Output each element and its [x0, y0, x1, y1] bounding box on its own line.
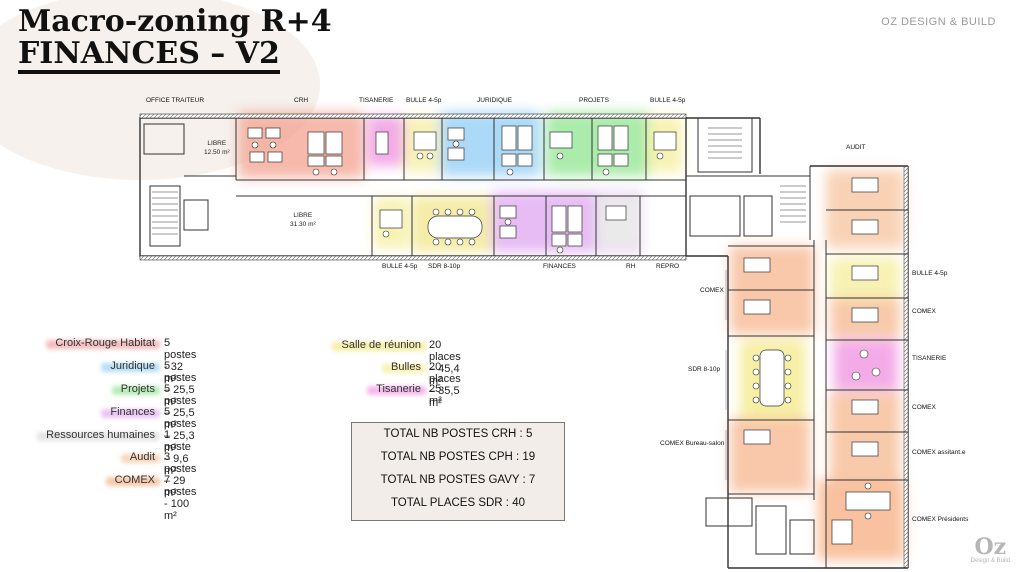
- legend-item: Bulles: [0, 361, 424, 375]
- label-tisanerie-right: TISANERIE: [912, 355, 947, 362]
- legend-item: Finances: [0, 406, 158, 420]
- zone-rh: [596, 196, 640, 248]
- label-bulle-bottom: BULLE 4-5p: [382, 263, 418, 270]
- legend-item: Audit: [0, 451, 158, 465]
- legend-value: 7 postes - 100 m²: [164, 474, 197, 522]
- zone-comex-bureau-salon: [730, 418, 810, 492]
- legend-item: COMEX: [0, 474, 158, 488]
- label-rh: RH: [626, 263, 636, 270]
- legend-value: 25 m²: [429, 383, 442, 407]
- total-postes-crh: TOTAL NB POSTES CRH : 5: [383, 428, 533, 440]
- label-comex-presidents: COMEX Présidents: [912, 516, 969, 523]
- legend-value: 1 poste – 9,6 m²: [164, 429, 191, 477]
- zone-tisanerie-right: [834, 340, 898, 390]
- label-comex-r1: COMEX: [912, 308, 936, 315]
- label-crh: CRH: [294, 97, 309, 104]
- label-audit: AUDIT: [846, 144, 866, 151]
- walls: [139, 113, 909, 569]
- label-comex-r2: COMEX: [912, 404, 936, 411]
- label-comex-bureau-salon: COMEX Bureau-salon: [660, 440, 725, 447]
- page-subtitle: FINANCES – V2: [18, 37, 280, 74]
- legend-item: Juridique: [0, 360, 158, 374]
- legend-value: 5 postes – 25,5 m²: [164, 383, 197, 431]
- label-tisanerie-top: TISANERIE: [359, 97, 394, 104]
- total-places-sdr: TOTAL PLACES SDR : 40: [390, 497, 525, 509]
- legend-value: 3 postes – 29 m²: [164, 451, 197, 499]
- legend-value: 5 postes – 25,3 m²: [164, 406, 197, 454]
- label-libre-2: LIBRE 31.30 m²: [290, 212, 316, 228]
- label-office-traiteur: OFFICE TRAITEUR: [146, 97, 205, 104]
- legend-item: Tisanerie: [0, 383, 424, 397]
- zone-crh: [238, 112, 364, 178]
- label-projets: PROJETS: [579, 97, 609, 104]
- legend-value: 20 places – 45,4 m²: [429, 339, 461, 387]
- label-bulle-right: BULLE 4-5p: [912, 270, 948, 277]
- legend-value: 5 postes – 25,5 m²: [164, 360, 197, 408]
- legend-item: Croix-Rouge Habitat: [0, 337, 158, 351]
- page-title: Macro-zoning R+4: [18, 4, 332, 39]
- totals-box: TOTAL NB POSTES CRH : 5 TOTAL NB POSTES …: [351, 422, 565, 521]
- legend-item: Ressources humaines: [0, 429, 158, 443]
- label-repro: REPRO: [656, 263, 680, 270]
- legend-value: 20 places – 35,5 m²: [429, 361, 461, 409]
- label-comex-assistant: COMEX assitant.e: [912, 449, 966, 456]
- title-block: Macro-zoning R+4 FINANCES – V2: [18, 6, 332, 74]
- total-postes-cph: TOTAL NB POSTES CPH : 19: [380, 451, 536, 463]
- label-libre-1: LIBRE 12.50 m²: [204, 140, 230, 156]
- label-sdr-right: SDR 8-10p: [688, 366, 721, 373]
- label-juridique: JURIDIQUE: [477, 97, 513, 104]
- legend-value: 5 postes - 32 m²: [164, 337, 197, 385]
- legend-item: Salle de réunion: [0, 339, 424, 353]
- brand-name: OZ DESIGN & BUILD: [881, 16, 996, 28]
- furniture: [247, 125, 891, 545]
- label-finances: FINANCES: [543, 263, 576, 270]
- label-comex-left: COMEX: [700, 287, 724, 294]
- label-bulle-top-1: BULLE 4-5p: [406, 97, 442, 104]
- label-sdr-bottom: SDR 8-10p: [428, 263, 461, 270]
- oz-logo: Oz Design & Build: [970, 534, 1010, 564]
- total-postes-gavy: TOTAL NB POSTES GAVY : 7: [380, 474, 536, 486]
- chairs: [251, 140, 881, 520]
- legend-item: Projets: [0, 383, 158, 397]
- label-bulle-top-2: BULLE 4-5p: [650, 97, 686, 104]
